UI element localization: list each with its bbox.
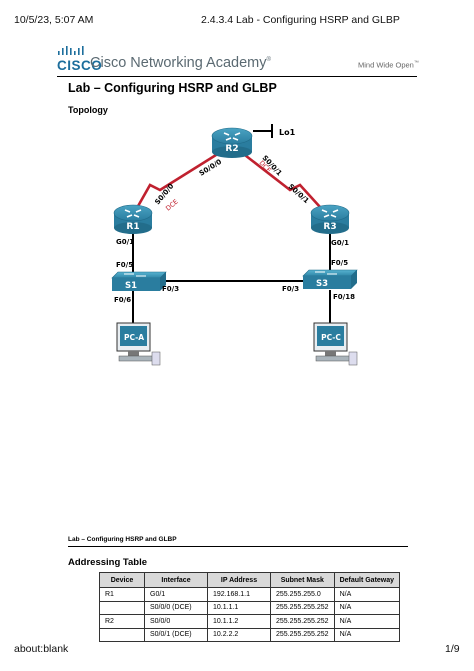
lo1-label: Lo1	[279, 128, 296, 137]
addressing-table-heading: Addressing Table	[68, 557, 148, 568]
pca-label: PC-A	[124, 333, 144, 342]
serial-link-r1-r2	[131, 143, 233, 216]
print-page-number: 1/9	[445, 643, 460, 655]
port-label-s1-f03: F0/3	[162, 285, 179, 293]
r1-label: R1	[126, 222, 139, 232]
port-label-s1-f06: F0/6	[114, 296, 131, 304]
table-cell: R2	[99, 614, 145, 629]
column-header: Interface	[144, 572, 208, 588]
print-datetime: 10/5/23, 5:07 AM	[14, 14, 94, 26]
table-cell: S0/0/0 (DCE)	[144, 600, 208, 615]
tagline: Mind Wide Open™	[358, 60, 419, 70]
table-cell: R1	[99, 587, 145, 602]
table-cell: 192.168.1.1	[207, 587, 271, 602]
port-label-s3-f03: F0/3	[282, 285, 299, 293]
cisco-bars-logo	[58, 46, 84, 55]
cisco-wordmark: CISCO	[57, 58, 103, 73]
router-r1-icon: R1	[113, 204, 153, 234]
table-row: S0/0/0 (DCE) 10.1.1.1 255.255.255.252 N/…	[99, 600, 401, 615]
s3-label: S3	[316, 279, 328, 289]
table-cell: G0/1	[144, 587, 208, 602]
topology-heading: Topology	[68, 105, 108, 115]
table-cell	[99, 600, 145, 615]
r3-label: R3	[323, 222, 336, 232]
print-url: about:blank	[14, 643, 69, 655]
table-cell: 255.255.255.252	[270, 614, 335, 629]
dce-label-r1: DCE	[164, 198, 180, 213]
table-cell: 10.2.2.2	[207, 627, 271, 642]
table-cell: 10.1.1.1	[207, 600, 271, 615]
page-title: Lab – Configuring HSRP and GLBP	[68, 81, 277, 95]
topology-diagram: R2 R1 R3 S1 S3 PC-A	[111, 124, 358, 366]
addressing-table: Device Interface IP Address Subnet Mask …	[99, 572, 401, 642]
router-r3-icon: R3	[310, 204, 350, 234]
table-cell: 255.255.255.252	[270, 600, 335, 615]
running-title-rule	[68, 546, 408, 548]
port-label-r2-s000: S0/0/0	[198, 158, 223, 178]
table-cell: S0/0/0	[144, 614, 208, 629]
table-row: S0/0/1 (DCE) 10.2.2.2 255.255.255.252 N/…	[99, 627, 401, 642]
table-cell: N/A	[333, 627, 401, 642]
column-header: Default Gateway	[333, 572, 401, 588]
table-row: R2 S0/0/0 10.1.1.2 255.255.255.252 N/A	[99, 614, 401, 629]
s1-label: S1	[125, 281, 137, 291]
port-label-r1-g01: G0/1	[116, 238, 134, 246]
print-doc-title: 2.4.3.4 Lab - Configuring HSRP and GLBP	[201, 14, 400, 26]
table-cell: N/A	[333, 614, 401, 629]
table-cell: 255.255.255.252	[270, 627, 335, 642]
table-cell: 10.1.1.2	[207, 614, 271, 629]
header-rule	[57, 76, 417, 77]
table-cell: N/A	[333, 587, 401, 602]
column-header: Subnet Mask	[270, 572, 335, 588]
table-cell: S0/0/1 (DCE)	[144, 627, 208, 642]
pc-a-icon: PC-A	[116, 322, 161, 366]
router-r2-icon: R2	[211, 127, 253, 158]
serial-link-r2-r3	[231, 143, 331, 219]
table-row: R1 G0/1 192.168.1.1 255.255.255.0 N/A	[99, 587, 401, 602]
pc-c-icon: PC-C	[313, 322, 358, 366]
r2-label: R2	[225, 144, 238, 154]
switch-s3-icon: S3	[302, 269, 358, 289]
table-cell: N/A	[333, 600, 401, 615]
table-cell	[99, 627, 145, 642]
port-label-r3-g01: G0/1	[331, 239, 349, 247]
running-title: Lab – Configuring HSRP and GLBP	[68, 536, 177, 543]
pcc-label: PC-C	[321, 333, 341, 342]
table-cell: 255.255.255.0	[270, 587, 335, 602]
academy-wordmark: Cisco Networking Academy®	[90, 55, 271, 71]
table-header-row: Device Interface IP Address Subnet Mask …	[99, 572, 401, 588]
port-label-s1-f05: F0/5	[116, 261, 133, 269]
switch-s1-icon: S1	[111, 271, 167, 291]
column-header: IP Address	[207, 572, 271, 588]
port-label-s3-f018: F0/18	[333, 293, 355, 301]
column-header: Device	[99, 572, 145, 588]
port-label-s3-f05: F0/5	[331, 259, 348, 267]
